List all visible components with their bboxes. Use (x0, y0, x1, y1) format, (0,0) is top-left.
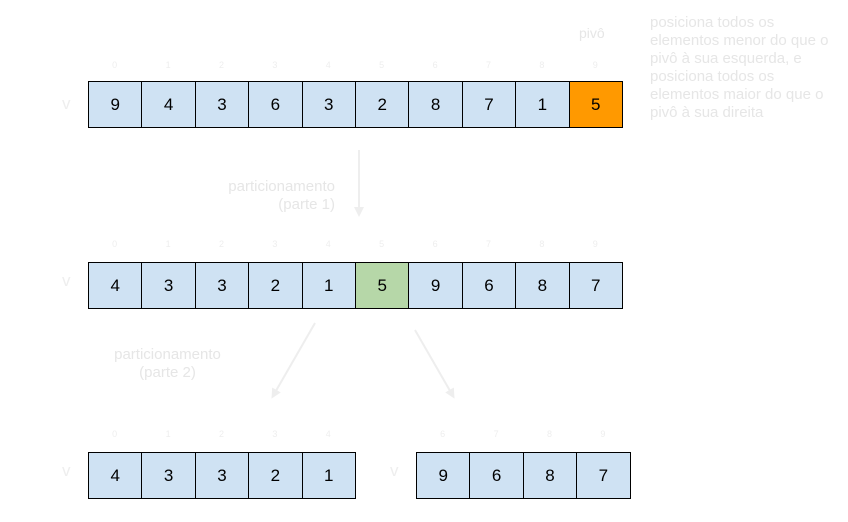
array-cell: 6 (248, 81, 303, 128)
pivot-label: pivô (579, 25, 605, 41)
array-index-label: 5 (379, 60, 385, 70)
array-cell: 2 (248, 262, 303, 309)
array-cell: 1 (301, 452, 356, 499)
array-cell: 3 (194, 81, 250, 128)
array-index-label: 3 (272, 60, 278, 70)
array-index-label: 4 (325, 239, 331, 249)
array-index-label: 0 (112, 239, 118, 249)
array-index-label: 4 (325, 429, 331, 439)
partition-2-label-line2: (parte 2) (139, 364, 196, 381)
array-index-label: 7 (485, 239, 491, 249)
array-index-label: 9 (592, 239, 598, 249)
partition-1-label: particionamento (parte 1) (170, 178, 335, 214)
array-cell: 4 (88, 262, 143, 309)
array-index-label: 9 (592, 60, 598, 70)
array-cell: 7 (461, 81, 517, 128)
partition-2-label: particionamento (parte 2) (90, 346, 245, 382)
array-cell: 7 (576, 452, 631, 499)
array-index-label: 2 (218, 239, 224, 249)
array-cell: 8 (408, 81, 463, 128)
array-cell: 6 (469, 452, 524, 499)
vector-label-row1: v (62, 94, 71, 113)
array-cell: 3 (141, 452, 196, 499)
description-text: posiciona todos os elementos menor do qu… (650, 14, 829, 121)
array-index-label: 1 (165, 60, 171, 70)
array-cell: 8 (522, 452, 578, 499)
array-index-label: 8 (539, 239, 545, 249)
array-index-label: 6 (432, 60, 438, 70)
array-cell: 1 (515, 81, 570, 128)
array-index-label: 8 (546, 429, 552, 439)
array-cell: 3 (194, 262, 250, 309)
array-index-label: 6 (432, 239, 438, 249)
array-index-label: 9 (600, 429, 606, 439)
array-index-label: 2 (218, 60, 224, 70)
array-cell: 3 (141, 262, 196, 309)
array-cell: 9 (88, 81, 143, 128)
vector-label-row3-right: v (390, 461, 399, 480)
array-cell: 6 (461, 262, 517, 309)
array-cell: 7 (568, 262, 623, 309)
array-index-label: 7 (485, 60, 491, 70)
vector-label-row3-left: v (62, 461, 71, 480)
array-index-label: 3 (272, 429, 278, 439)
array-cell: 2 (248, 452, 303, 499)
partition-1-label-line1: particionamento (228, 178, 335, 195)
array-cell: 8 (515, 262, 570, 309)
array-index-label: 8 (539, 60, 545, 70)
array-index-label: 5 (379, 239, 385, 249)
array-index-label: 3 (272, 239, 278, 249)
array-index-label: 4 (325, 60, 331, 70)
vector-label-row2: v (62, 271, 71, 290)
array-cell: 1 (301, 262, 356, 309)
array-index-label: 0 (112, 429, 118, 439)
array-cell: 3 (301, 81, 356, 128)
array-cell: 9 (408, 262, 463, 309)
arrow-partition-left (271, 322, 316, 399)
array-index-label: 1 (165, 239, 171, 249)
array-index-label: 0 (112, 60, 118, 70)
array-cell: 9 (416, 452, 471, 499)
array-index-label: 7 (493, 429, 499, 439)
array-cell: 2 (355, 81, 410, 128)
partition-1-label-line2: (parte 1) (278, 196, 335, 213)
array-index-label: 6 (440, 429, 446, 439)
partition-2-label-line1: particionamento (114, 346, 221, 363)
array-cell: 3 (194, 452, 250, 499)
array-index-label: 1 (165, 429, 171, 439)
arrow-partition-right (414, 329, 455, 399)
pivot-cell: 5 (355, 262, 410, 309)
array-index-label: 2 (218, 429, 224, 439)
array-cell: 4 (141, 81, 196, 128)
array-cell: 4 (88, 452, 143, 499)
pivot-cell: 5 (568, 81, 623, 128)
